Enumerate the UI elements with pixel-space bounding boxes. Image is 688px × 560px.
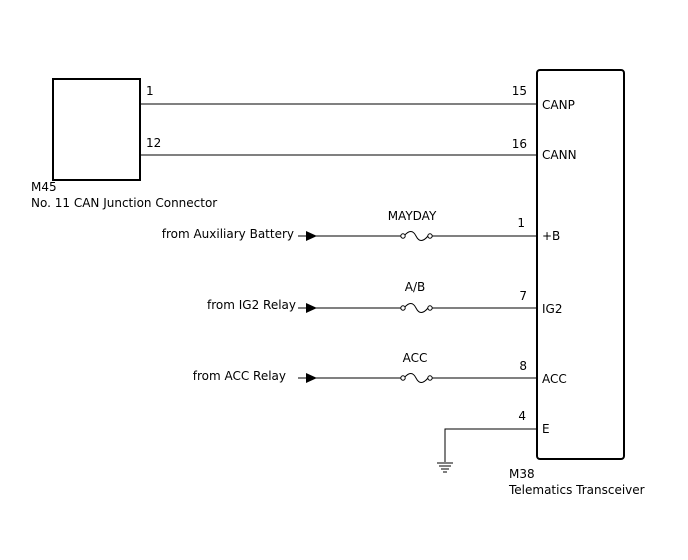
source-label-acc-relay: from ACC Relay (193, 369, 286, 383)
m38-pin-label-ig2: IG2 (542, 302, 562, 316)
arrow-icon (306, 303, 317, 313)
fuse-label-mayday: MAYDAY (388, 209, 437, 223)
fuse-label-acc: ACC (403, 351, 428, 365)
arrow-icon (306, 231, 317, 241)
m38-pin-label-e: E (542, 422, 550, 436)
fuse-icon (403, 373, 429, 383)
fuse-icon (403, 231, 429, 241)
m45-connector-box (52, 78, 141, 181)
ground-icon (437, 462, 453, 473)
m38-pin-number-ig2: 7 (519, 289, 527, 303)
fuse-terminal-icon (427, 233, 433, 239)
fuse-icon (403, 303, 429, 313)
m38-pin-number-cann: 16 (512, 137, 527, 151)
m38-pin-label-b: +B (542, 229, 560, 243)
m45-name: No. 11 CAN Junction Connector (31, 196, 217, 210)
source-label-ig2-relay: from IG2 Relay (207, 298, 296, 312)
m38-transceiver-box (536, 69, 625, 460)
m38-pin-number-acc: 8 (519, 359, 527, 373)
m38-pin-label-canp: CANP (542, 98, 575, 112)
source-label-auxiliary-battery: from Auxiliary Battery (162, 227, 294, 241)
m38-pin-number-b: 1 (517, 216, 525, 230)
fuse-terminal-icon (400, 233, 406, 239)
m38-pin-number-canp: 15 (512, 84, 527, 98)
fuse-terminal-icon (427, 375, 433, 381)
fuse-label-ab: A/B (405, 280, 425, 294)
m45-pin-1: 1 (146, 84, 154, 98)
arrow-icon (306, 373, 317, 383)
m38-pin-number-e: 4 (518, 409, 526, 423)
m38-pin-label-cann: CANN (542, 148, 577, 162)
fuse-terminal-icon (400, 305, 406, 311)
m45-pin-12: 12 (146, 136, 161, 150)
m38-name: Telematics Transceiver (508, 483, 645, 497)
m45-code: M45 (31, 180, 57, 194)
m38-code: M38 (509, 467, 535, 481)
fuse-terminal-icon (427, 305, 433, 311)
ground-wire (444, 428, 537, 462)
fuse-terminal-icon (400, 375, 406, 381)
m38-pin-label-acc: ACC (542, 372, 567, 386)
